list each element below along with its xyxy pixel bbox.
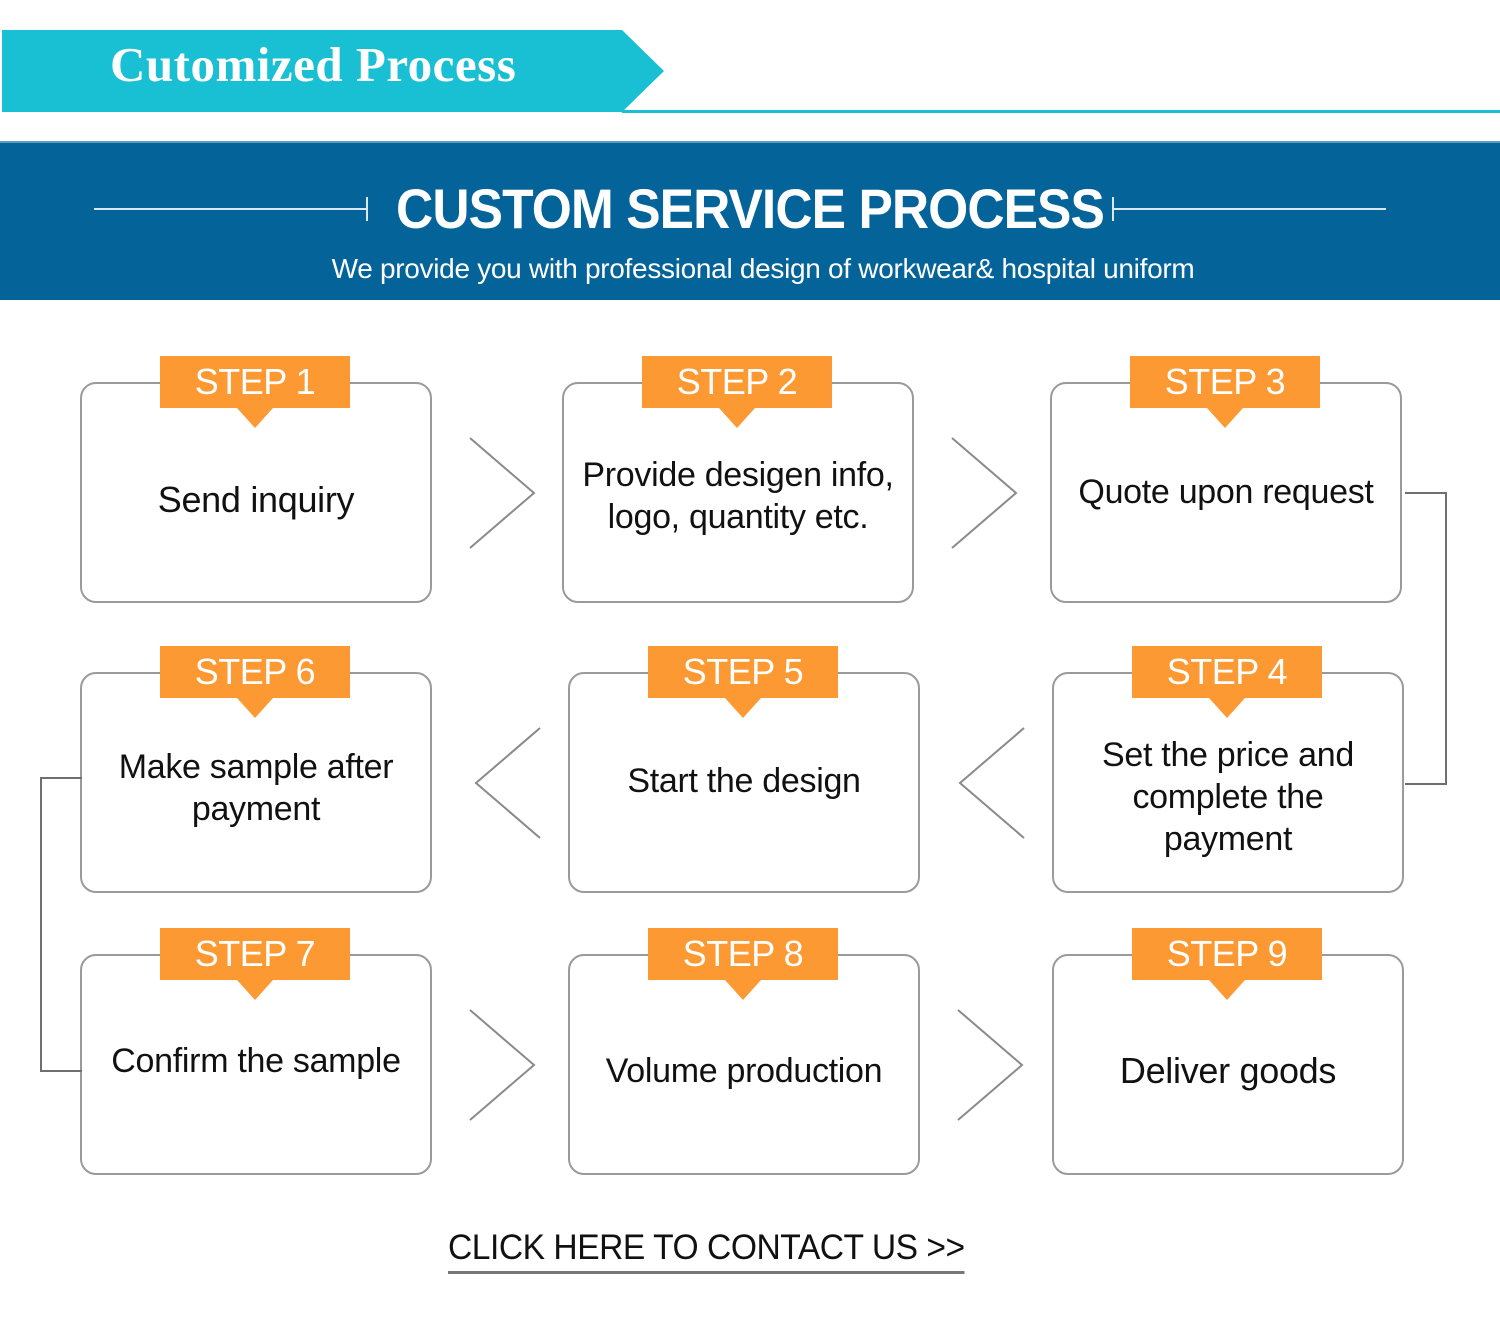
ribbon-underline — [622, 110, 1500, 113]
banner: CUSTOM SERVICE PROCESS We provide you wi… — [0, 141, 1500, 300]
step-description-line: Send inquiry — [157, 479, 355, 520]
chevron-right-icon — [469, 1009, 536, 1121]
step-description-line: payment — [191, 790, 321, 828]
contact-us-link[interactable]: CLICK HERE TO CONTACT US >> — [448, 1230, 965, 1274]
ribbon-title: Cutomized Process — [110, 37, 517, 92]
step-card-7: STEP 7 Confirm the sample — [80, 928, 432, 1175]
step-description-line: logo, quantity etc. — [607, 498, 869, 536]
step-badge: STEP 5 — [648, 646, 838, 718]
step-card-2: STEP 2 Provide desigen info, logo, quantit… — [562, 356, 914, 603]
step-badge: STEP 8 — [648, 928, 838, 1000]
step-description-line: Volume production — [605, 1052, 883, 1090]
step-description-line: Quote upon request — [1078, 473, 1374, 511]
chevron-left-icon — [958, 727, 1025, 839]
step-card-4: STEP 4 Set the price and complete the payme… — [1052, 646, 1404, 893]
section-ribbon — [2, 30, 664, 112]
banner-title: CUSTOM SERVICE PROCESS — [396, 177, 1105, 240]
step-description-line: Make sample after — [118, 748, 394, 786]
step-badge: STEP 6 — [160, 646, 350, 718]
step-card-6: STEP 6 Make sample after payment — [80, 646, 432, 893]
chevron-right-icon — [957, 1009, 1024, 1121]
step-description-line: Set the price and — [1102, 736, 1354, 774]
step-description-line: Confirm the sample — [111, 1042, 401, 1080]
step-description-line: Provide desigen info, — [582, 456, 894, 494]
banner-tick-left — [366, 197, 368, 221]
step-card-3: STEP 3 Quote upon request — [1050, 356, 1402, 603]
step-card-5: STEP 5 Start the design — [568, 646, 920, 893]
step-badge: STEP 3 — [1130, 356, 1320, 428]
step-badge: STEP 4 — [1132, 646, 1322, 718]
step-description-line: Start the design — [627, 762, 861, 800]
chevron-right-icon — [951, 437, 1018, 549]
step-badge: STEP 9 — [1132, 928, 1322, 1000]
banner-subtitle: We provide you with professional design … — [331, 253, 1195, 284]
connector-step3-step4 — [1405, 492, 1447, 785]
step-badge: STEP 1 — [160, 356, 350, 428]
chevron-left-icon — [474, 727, 541, 839]
step-badge: STEP 7 — [160, 928, 350, 1000]
step-badge: STEP 2 — [642, 356, 832, 428]
step-card-8: STEP 8 Volume production — [568, 928, 920, 1175]
step-description-line: payment — [1163, 820, 1293, 858]
ribbon-shape — [2, 30, 664, 112]
connector-step6-step7 — [40, 777, 82, 1072]
step-description-line: Deliver goods — [1119, 1050, 1337, 1091]
step-card-1: STEP 1 Send inquiry — [80, 356, 432, 603]
step-card-9: STEP 9 Deliver goods — [1052, 928, 1404, 1175]
banner-tick-right — [1112, 197, 1114, 221]
banner-rule-right — [1114, 208, 1386, 210]
step-description-line: complete the — [1132, 778, 1324, 816]
chevron-right-icon — [469, 437, 536, 549]
banner-rule-left — [94, 208, 366, 210]
